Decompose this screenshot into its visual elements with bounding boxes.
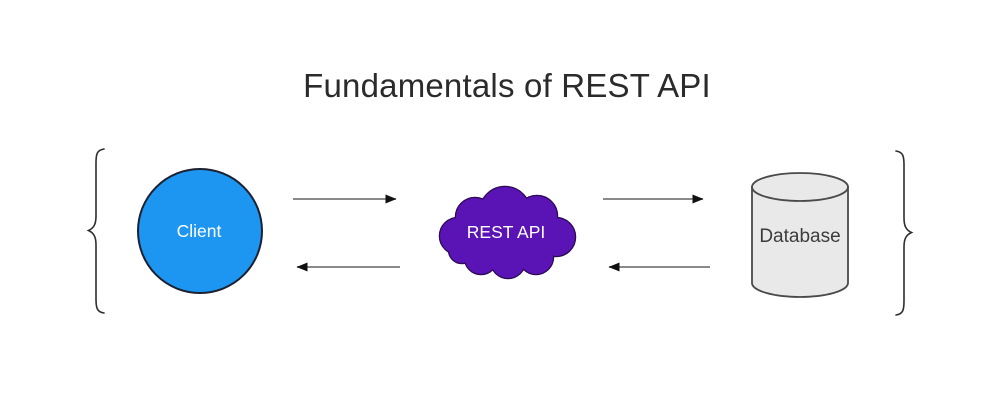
left-curly-brace [86, 148, 105, 314]
cloud-fill [440, 187, 575, 278]
diagram-title: Fundamentals of REST API [303, 67, 711, 104]
cylinder-body [751, 186, 849, 298]
client-label: Client [177, 221, 222, 241]
database-label: Database [759, 226, 840, 247]
right-curly-brace [895, 150, 914, 316]
client-node: Client [137, 168, 263, 294]
cylinder-top [751, 172, 849, 202]
rest-api-node: REST API [438, 185, 577, 280]
database-node [751, 172, 849, 298]
client-circle-shape [137, 168, 263, 294]
rest-api-label: REST API [467, 222, 545, 242]
